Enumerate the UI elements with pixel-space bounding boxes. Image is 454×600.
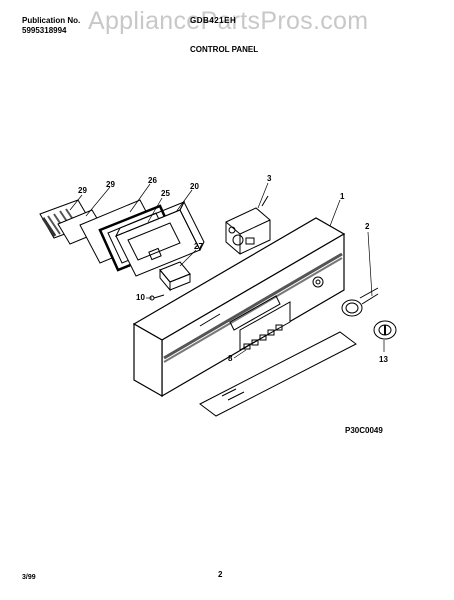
leader-lines [69,182,385,359]
footer-date: 3/99 [22,574,36,581]
callout-10: 10 [136,293,145,302]
part-1-console [132,217,346,398]
section-title: CONTROL PANEL [190,45,259,54]
publication-number: 5995318994 [22,26,67,35]
footer-page-number: 2 [218,570,223,579]
callout-29b: 29 [106,180,115,189]
part-3-timer [225,195,271,255]
part-20-housing [114,200,205,277]
part-27-switch [159,261,191,292]
part-13-knob [373,320,397,340]
callout-29a: 29 [78,186,87,195]
callout-25: 25 [161,189,170,198]
callout-8: 8 [228,354,233,363]
part-10-screw [149,294,165,301]
part-8-buttons [243,324,283,350]
callout-26: 26 [148,176,157,185]
callout-1: 1 [340,192,345,201]
callout-2: 2 [365,222,370,231]
callout-3: 3 [267,174,272,183]
illustration-code: P30C0049 [345,426,383,435]
callout-13: 13 [379,355,388,364]
nameplate [199,331,357,417]
model-number: GDB421EH [190,16,237,25]
callout-20: 20 [190,182,199,191]
part-2-dial [341,287,379,317]
callout-27: 27 [194,242,203,251]
watermark-text: AppliancePartsPros.com [88,7,369,35]
publication-label: Publication No. [22,16,81,25]
publication-block: Publication No. 5995318994 [22,16,80,36]
